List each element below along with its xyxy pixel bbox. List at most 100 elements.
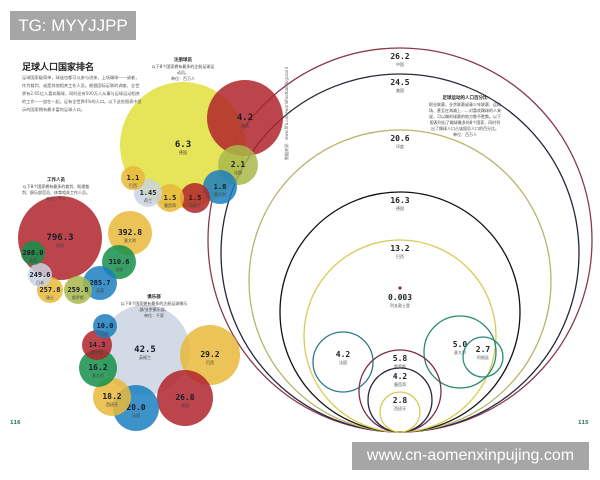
bubble-circle xyxy=(100,305,190,395)
ring-label: 法国 xyxy=(339,359,347,365)
intro-paragraph: 足球国家级简单，球迷也都可以参与进来，上场踢球——或者，作为裁判、或是其他相关工… xyxy=(22,75,142,112)
note-title: 注册球员 xyxy=(174,58,192,63)
bubble-value: 208.0 xyxy=(22,249,43,257)
bubble-circle xyxy=(157,370,213,426)
bubble-label: 意大利 xyxy=(214,191,226,197)
ring-label: 德国 xyxy=(396,205,404,211)
ring-label: 美国 xyxy=(396,87,404,93)
bubble-value: 1.5 xyxy=(164,194,177,202)
bubble-value: 1.5 xyxy=(189,194,202,202)
bubble-value: 1.1 xyxy=(127,174,140,182)
bubble-label: 英国 xyxy=(96,287,104,293)
ring-label: 阿根廷 xyxy=(477,354,489,360)
watermark-top: TG: MYYJJPP xyxy=(10,11,136,40)
bubble-label: 日本 xyxy=(36,279,44,285)
ring-value: 2.7 xyxy=(476,345,491,354)
bubble-value: 257.8 xyxy=(39,286,60,294)
bubble-circle xyxy=(93,314,117,338)
ring-value: 24.5 xyxy=(390,78,409,87)
note-unit: 单位：百万人 xyxy=(453,132,477,137)
ring-label: 列支敦士登 xyxy=(390,302,410,308)
ring-label: 西班牙 xyxy=(394,405,406,411)
ring-circle xyxy=(312,331,374,393)
bubble-label: 法国 xyxy=(234,169,242,175)
bubble-label: 意大利 xyxy=(124,237,136,243)
note-desc: 职业联赛、业余联赛或青少年联赛、运动场、甚至在海滩上……对喜欢踢球的人来说，可以… xyxy=(429,102,501,131)
bubble-circle xyxy=(121,166,145,190)
ring-circle xyxy=(462,336,504,378)
note-participants: 足球运动的人口百分比 职业联赛、业余联赛或青少年联赛、运动场、甚至在海滩上……对… xyxy=(428,96,502,138)
bubble-label: 俄罗斯 xyxy=(91,349,103,355)
ring-value: 4.2 xyxy=(336,350,351,359)
ring-circle xyxy=(379,391,421,433)
note-registered: 注册球员 以下8个国家拥有最多的注册足球运动员。 单位：百万人 xyxy=(150,58,216,82)
bubble-value: 26.8 xyxy=(175,393,194,402)
note-title: 工作人员 xyxy=(47,178,65,183)
ring-label: 俄罗斯 xyxy=(394,363,406,369)
bubble-circle xyxy=(93,378,131,416)
note-title: 俱乐部 xyxy=(147,295,161,300)
bubble-label: 巴西 xyxy=(129,183,137,188)
bubble-label: 美国 xyxy=(29,257,37,263)
bubble-label: 西班牙 xyxy=(106,401,118,407)
bubble-label: 法国 xyxy=(132,412,140,418)
bubble-label: 美国 xyxy=(241,122,249,128)
page-number-right: 115 xyxy=(578,420,589,426)
bubble-label: 法国 xyxy=(115,266,123,272)
bubble-label: 英格兰 xyxy=(189,202,201,208)
bubble-value: 1.8 xyxy=(214,183,227,191)
bubble-circle xyxy=(180,325,240,385)
ring-label: 墨西哥 xyxy=(394,381,406,387)
bubble-circle xyxy=(28,263,52,287)
watermark-bottom: www.cn-aomenxinpujing.com xyxy=(352,442,589,470)
bubble-value: 796.3 xyxy=(46,233,73,243)
ring-circle xyxy=(423,315,497,389)
source-text: 数据来源：www.fifa.com/worldfootball/bigcount xyxy=(284,66,289,160)
bubble-value: 1.45 xyxy=(140,189,157,197)
ring-value: 5.0 xyxy=(453,340,468,349)
ring-value: 26.2 xyxy=(390,52,409,61)
bubble-label: 巴西 xyxy=(206,360,214,365)
bubble-label: 墨西哥 xyxy=(164,202,176,208)
bubble-value: 4.2 xyxy=(237,113,253,123)
page-number-left: 116 xyxy=(10,420,21,426)
bubble-value: 18.2 xyxy=(102,392,121,401)
bubble-value: 20.0 xyxy=(126,403,145,412)
bubble-label: 荷兰 xyxy=(144,197,152,203)
bubble-value: 14.3 xyxy=(89,341,106,349)
note-staff: 工作人员 以下8个国家拥有最多的裁判、助理裁判、俱乐部官员、体育相关工作人员。 … xyxy=(22,178,90,202)
liechtenstein-dot xyxy=(398,286,402,290)
bubble-value: 249.6 xyxy=(29,271,50,279)
bubble-label: 俄罗斯 xyxy=(72,294,84,300)
ring-value: 4.2 xyxy=(393,372,408,381)
bubble-label: 德国 xyxy=(181,402,189,408)
bubble-circle xyxy=(79,349,117,387)
ring-label: 巴西 xyxy=(396,254,404,259)
bubble-value: 259.8 xyxy=(67,286,88,294)
note-title: 足球运动的人口百分比 xyxy=(442,96,488,101)
ring-label: 印度 xyxy=(396,143,404,149)
bubble-value: 6.3 xyxy=(175,140,191,150)
bubble-label: 瑞士 xyxy=(46,294,54,300)
bubble-value: 285.7 xyxy=(89,279,110,287)
bubble-label: 德国 xyxy=(179,149,187,155)
ring-value: 0.003 xyxy=(388,293,412,302)
ring-label: 意大利 xyxy=(454,349,466,355)
bubble-circle xyxy=(108,211,152,255)
note-unit: 单位：千人 xyxy=(46,196,66,201)
ring-value: 13.2 xyxy=(390,244,409,253)
bubble-value: 2.1 xyxy=(231,160,246,169)
bubble-label: 英格兰 xyxy=(139,354,151,360)
bubble-circle xyxy=(156,184,184,212)
note-desc: 以下8个国家拥有最多的注册足球俱乐部/业余俱乐部。 xyxy=(120,301,188,312)
bubble-value: 16.2 xyxy=(88,363,107,372)
ring-value: 5.8 xyxy=(393,354,408,363)
bubble-circle xyxy=(180,183,210,213)
note-unit: 单位：百万人 xyxy=(171,76,195,81)
bubble-label: 意大利 xyxy=(92,372,104,378)
note-desc: 以下8个国家拥有最多的裁判、助理裁判、俱乐部官员、体育相关工作人员。 xyxy=(22,184,90,195)
bubble-label: 日本 xyxy=(101,330,109,336)
page-title: 足球人口国家排名 xyxy=(22,63,95,73)
